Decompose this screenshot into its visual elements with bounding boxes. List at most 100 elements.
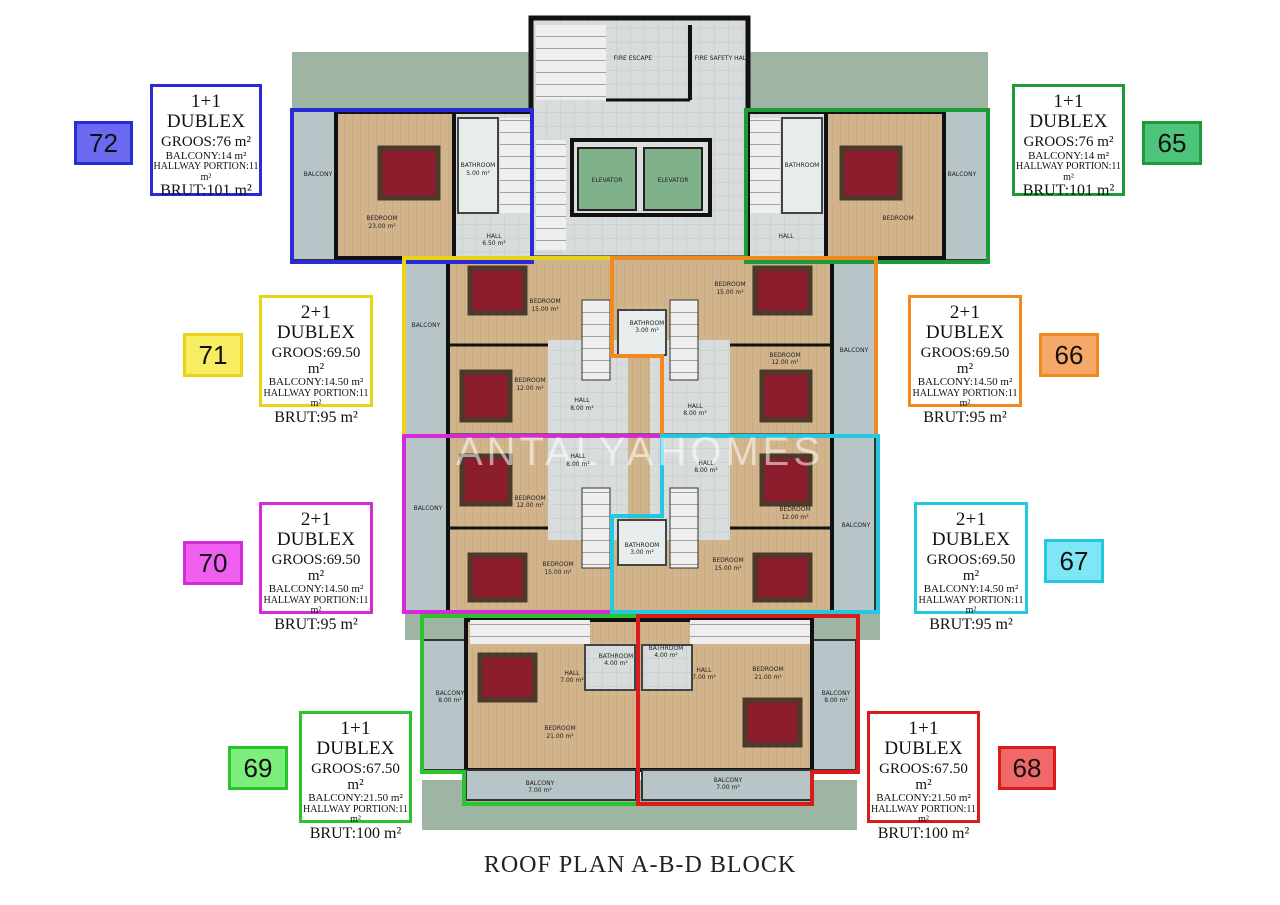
unit-hallway: HALLWAY PORTION:11 m² xyxy=(912,387,1018,410)
unit-gross: GROOS:69.50 m² xyxy=(920,344,1010,377)
label-hall-67: HALL xyxy=(698,460,714,467)
label-bedroom-70b: BEDROOM xyxy=(542,561,573,568)
unit-number-69: 69 xyxy=(228,746,288,790)
outline-72 xyxy=(290,108,534,264)
label-hall-70-area: 8.00 m² xyxy=(566,461,590,468)
label-bedroom-67a: BEDROOM xyxy=(779,506,810,513)
label-bathroom-72-area: 5.00 m² xyxy=(466,170,490,177)
label-bedroom-66a: BEDROOM xyxy=(714,281,745,288)
label-hall-69-area: 7.00 m² xyxy=(560,677,584,684)
label-hall-72: HALL xyxy=(486,233,502,240)
unit-title: 1+1 DUBLEX xyxy=(1029,91,1108,132)
unit-balcony: BALCONY:14.50 m² xyxy=(923,583,1019,596)
stair-core xyxy=(528,15,751,261)
unit-number-68: 68 xyxy=(998,746,1056,790)
label-bathroom-mid-bottom-area: 3.00 m² xyxy=(630,549,654,556)
label-balcony-70: BALCONY xyxy=(414,505,443,512)
unit-brut: BRUT:95 m² xyxy=(923,408,1007,426)
unit-balcony: BALCONY:14 m² xyxy=(1028,149,1109,162)
unit-number-67: 67 xyxy=(1044,539,1104,583)
label-hall-65: HALL xyxy=(778,233,794,240)
label-hall-67-area: 8.00 m² xyxy=(694,467,718,474)
unit-hallway: HALLWAY PORTION:11 m² xyxy=(263,594,369,617)
unit-card-69: 1+1 DUBLEX GROOS:67.50 m² BALCONY:21.50 … xyxy=(299,711,412,842)
label-hall-70: HALL xyxy=(570,453,586,460)
unit-title: 2+1 DUBLEX xyxy=(925,302,1005,343)
label-fire-safety-hall: FIRE SAFETY HALL xyxy=(695,55,751,62)
label-balcony-66: BALCONY xyxy=(840,347,869,354)
label-hall-72-area: 6.50 m² xyxy=(482,240,506,247)
label-hall-71-area: 8.00 m² xyxy=(570,405,594,412)
label-hall-66: HALL xyxy=(687,403,703,410)
label-bathroom-69: BATHROOM xyxy=(599,653,634,660)
label-balcony-68b-area: 7.00 m² xyxy=(716,784,740,791)
unit-hallway: HALLWAY PORTION:11 m² xyxy=(263,387,369,410)
unit-brut: BRUT:95 m² xyxy=(274,615,358,633)
unit-title: 1+1 DUBLEX xyxy=(316,718,395,759)
label-bathroom-72: BATHROOM xyxy=(461,162,496,169)
unit-gross: GROOS:67.50 m² xyxy=(311,760,400,793)
unit-gross: GROOS:69.50 m² xyxy=(926,551,1016,584)
unit-card-66: 2+1 DUBLEX GROOS:69.50 m² BALCONY:14.50 … xyxy=(908,295,1022,426)
label-bedroom-71b: BEDROOM xyxy=(514,377,545,384)
label-balcony-71: BALCONY xyxy=(412,322,441,329)
label-bathroom-mid-top: BATHROOM xyxy=(630,320,665,327)
unit-title: 2+1 DUBLEX xyxy=(276,509,356,550)
label-hall-69: HALL xyxy=(564,670,580,677)
unit-balcony: BALCONY:21.50 m² xyxy=(308,792,403,805)
unit-balcony: BALCONY:14 m² xyxy=(165,149,247,162)
label-bedroom-70b-area: 15.00 m² xyxy=(544,569,572,576)
unit-gross: GROOS:76 m² xyxy=(1023,133,1114,150)
label-bedroom-70a-area: 12.00 m² xyxy=(516,502,544,509)
unit-card-67: 2+1 DUBLEX GROOS:69.50 m² BALCONY:14.50 … xyxy=(914,502,1028,633)
unit-number-66: 66 xyxy=(1039,333,1099,377)
unit-title: 1+1 DUBLEX xyxy=(884,718,963,759)
outline-65 xyxy=(744,108,990,264)
unit-gross: GROOS:69.50 m² xyxy=(271,344,361,377)
unit-hallway: HALLWAY PORTION:11 m² xyxy=(1015,161,1122,183)
label-bedroom-71b-area: 12.00 m² xyxy=(516,385,544,392)
label-fire-escape: FIRE ESCAPE xyxy=(614,55,653,62)
label-bedroom-68: BEDROOM xyxy=(752,666,783,673)
unit-72-plan xyxy=(291,109,534,261)
label-bedroom-72-area: 23.00 m² xyxy=(368,223,396,230)
unit-hallway: HALLWAY PORTION:11 m² xyxy=(870,803,977,826)
unit-number-70: 70 xyxy=(183,541,243,585)
label-hall-71: HALL xyxy=(574,397,590,404)
unit-gross: GROOS:67.50 m² xyxy=(879,760,968,793)
unit-gross: GROOS:69.50 m² xyxy=(271,551,361,584)
label-bedroom-72: BEDROOM xyxy=(366,215,397,222)
unit-balcony: BALCONY:21.50 m² xyxy=(876,792,971,805)
plan-caption: ROOF PLAN A-B-D BLOCK xyxy=(483,852,797,878)
label-bathroom-69-area: 4.00 m² xyxy=(604,660,628,667)
label-bathroom-68: BATHROOM xyxy=(649,645,684,652)
outline-67 xyxy=(610,434,880,614)
unit-card-71: 2+1 DUBLEX GROOS:69.50 m² BALCONY:14.50 … xyxy=(259,295,373,426)
label-bedroom-70a: BEDROOM xyxy=(514,495,545,502)
label-bedroom-68-area: 21.00 m² xyxy=(754,674,782,681)
label-bedroom-67a-area: 12.00 m² xyxy=(781,514,809,521)
label-bedroom-69-area: 21.00 m² xyxy=(546,733,574,740)
unit-brut: BRUT:95 m² xyxy=(274,408,358,426)
label-balcony-69-area: 8.00 m² xyxy=(438,697,462,704)
label-balcony-68b: BALCONY xyxy=(714,777,743,784)
label-bathroom-mid-bottom: BATHROOM xyxy=(625,542,660,549)
label-bedroom-71a: BEDROOM xyxy=(529,298,560,305)
unit-brut: BRUT:100 m² xyxy=(309,824,402,842)
label-bedroom-71a-area: 15.00 m² xyxy=(531,306,559,313)
label-bedroom-66b-area: 12.00 m² xyxy=(771,359,799,366)
label-balcony-65: BALCONY xyxy=(948,171,977,178)
label-bedroom-66b: BEDROOM xyxy=(769,352,800,359)
unit-brut: BRUT:101 m² xyxy=(160,182,252,200)
unit-balcony: BALCONY:14.50 m² xyxy=(917,376,1013,389)
label-balcony-69b: BALCONY xyxy=(526,780,555,787)
label-bedroom-67b-area: 15.00 m² xyxy=(714,565,742,572)
label-balcony-69: BALCONY xyxy=(436,690,465,697)
label-hall-66-area: 8.00 m² xyxy=(683,410,707,417)
label-bedroom-65: BEDROOM xyxy=(882,215,913,222)
unit-brut: BRUT:95 m² xyxy=(929,615,1013,633)
unit-number-65: 65 xyxy=(1142,121,1202,165)
label-bathroom-mid-top-area: 3.00 m² xyxy=(635,327,659,334)
label-bedroom-69: BEDROOM xyxy=(544,725,575,732)
